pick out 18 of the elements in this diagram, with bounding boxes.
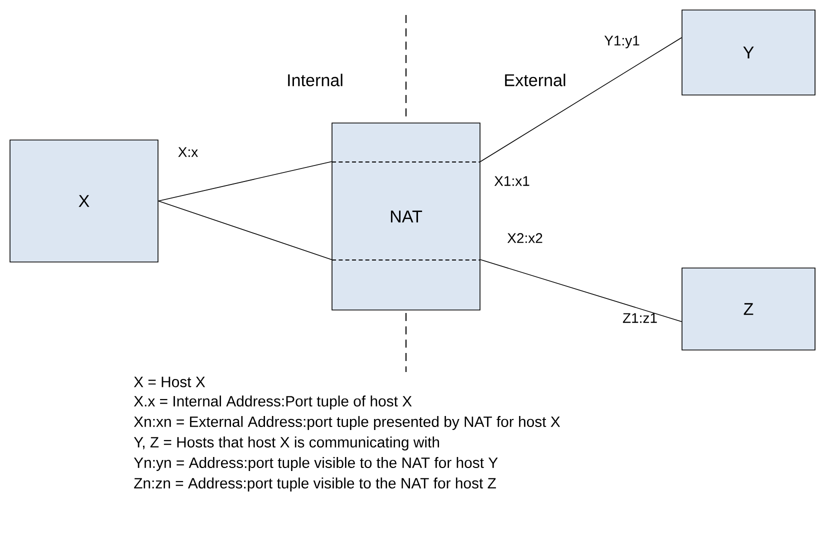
legend-text: X = Host X	[134, 376, 206, 388]
host-box: Y	[682, 10, 816, 96]
address-label: X2:x2	[507, 233, 542, 243]
legend-text: Xn:xn = External Address:port tuple presented by NAT for host X	[134, 416, 560, 430]
connector-line	[480, 37, 682, 162]
connector-line	[158, 161, 332, 202]
legend-text: X.x = Internal Address:Port tuple of host X	[134, 396, 412, 410]
address-label: X:x	[178, 147, 198, 157]
address-label: X1:x1	[494, 176, 530, 186]
nat-box: NAT	[332, 122, 480, 310]
connector-line	[480, 259, 682, 322]
host-box: X	[10, 140, 158, 262]
host-box: Z	[682, 268, 816, 350]
legend-text: Yn:yn = Address:port tuple visible to the NAT for host Y	[134, 457, 498, 471]
legend-text: Zn:zn = Address:port tuple visible to the NAT for host Z	[134, 478, 496, 492]
zone-label: External	[505, 74, 566, 86]
connector-line	[158, 200, 332, 260]
legend-text: Y, Z = Hosts that host X is communicating with	[134, 436, 440, 450]
